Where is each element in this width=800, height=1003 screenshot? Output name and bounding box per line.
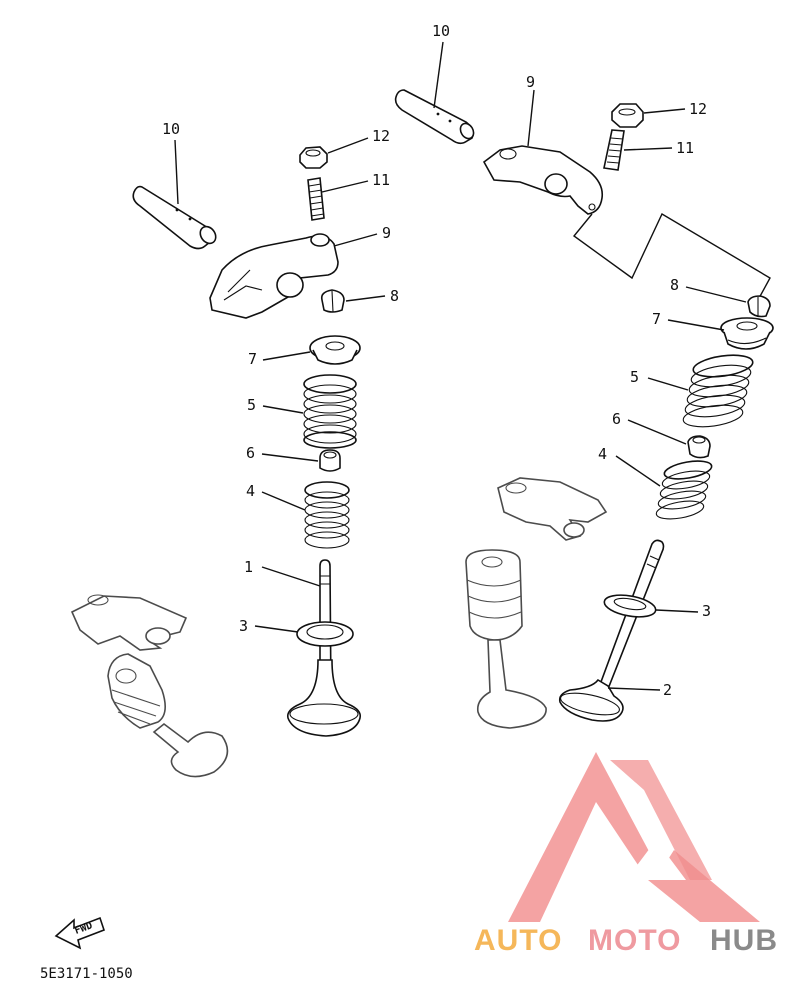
outer-spring-left xyxy=(303,374,357,449)
spring-retainer-right xyxy=(720,317,774,350)
adjuster-screw-left xyxy=(307,177,325,221)
callout-4-right: 4 xyxy=(598,445,607,463)
stem-seal-right xyxy=(687,435,711,459)
diagram-code: 5E3171-1050 xyxy=(40,966,133,982)
callout-5-left: 5 xyxy=(247,396,256,414)
callout-6-left: 6 xyxy=(246,444,255,462)
locknut-right xyxy=(611,103,644,128)
locknut-left xyxy=(299,146,328,169)
callout-12-right: 12 xyxy=(689,100,707,118)
callout-9-left: 9 xyxy=(382,224,391,242)
rocker-shaft-left xyxy=(132,185,217,250)
callout-6-right: 6 xyxy=(612,410,621,428)
fwd-arrow-icon xyxy=(54,916,106,950)
callout-4-left: 4 xyxy=(246,482,255,500)
valve-seat-left xyxy=(296,621,354,647)
callout-11-left: 11 xyxy=(372,171,390,189)
valve-cotter-left xyxy=(320,289,345,313)
valve-cotter-right xyxy=(747,295,771,318)
callout-3-right: 3 xyxy=(702,602,711,620)
watermark-auto: AUTO xyxy=(474,924,562,957)
watermark-hub: HUB xyxy=(710,924,778,957)
callout-11-right: 11 xyxy=(676,139,694,157)
callout-7-right: 7 xyxy=(652,310,661,328)
callout-1-left: 1 xyxy=(244,558,253,576)
outer-spring-right xyxy=(682,354,754,428)
callout-8-left: 8 xyxy=(390,287,399,305)
callout-10-right: 10 xyxy=(432,22,450,40)
inner-spring-left xyxy=(304,481,350,549)
guide-line xyxy=(572,213,771,301)
rocker-arm-right xyxy=(482,145,604,215)
watermark-moto: MOTO xyxy=(588,924,681,957)
watermark-logo xyxy=(508,752,760,922)
callout-9-right: 9 xyxy=(526,73,535,91)
adjuster-screw-right xyxy=(603,129,625,171)
callout-10-left: 10 xyxy=(162,120,180,138)
callout-12-left: 12 xyxy=(372,127,390,145)
stem-seal-left xyxy=(319,449,341,472)
callout-2-right: 2 xyxy=(663,681,672,699)
assembled-view-left xyxy=(70,594,229,778)
valve-seat-right xyxy=(603,594,657,618)
callout-7-left: 7 xyxy=(248,350,257,368)
inner-spring-right xyxy=(655,460,713,520)
spring-retainer-left xyxy=(309,335,361,365)
callout-8-right: 8 xyxy=(670,276,679,294)
rocker-shaft-right xyxy=(394,89,475,145)
intake-valve-left xyxy=(286,559,362,737)
rocker-arm-left xyxy=(209,233,339,319)
assembled-view-center xyxy=(465,477,608,729)
callout-3-left: 3 xyxy=(239,617,248,635)
exhaust-valve-right xyxy=(558,539,665,722)
callout-5-right: 5 xyxy=(630,368,639,386)
